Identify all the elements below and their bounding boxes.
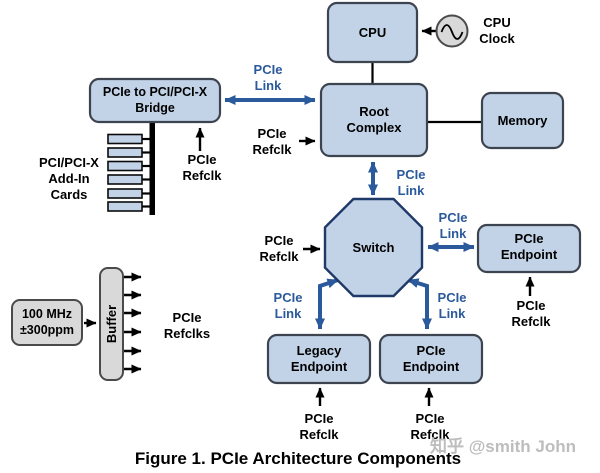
buffer-label: Buffer: [104, 305, 119, 343]
svg-text:Refclk: Refclk: [259, 249, 299, 264]
switch-label: Switch: [353, 240, 395, 255]
svg-text:PCIe: PCIe: [438, 290, 467, 305]
clock-source-node: 100 MHz ±300ppm: [11, 299, 83, 346]
buffer-node: Buffer: [99, 267, 124, 381]
switch-octagon: [323, 197, 424, 298]
memory-label: Memory: [498, 113, 549, 128]
svg-text:Link: Link: [275, 306, 302, 321]
svg-text:Refclk: Refclk: [252, 142, 292, 157]
svg-text:Refclk: Refclk: [410, 427, 450, 442]
cpu-clock-node: CPU Clock: [435, 14, 515, 48]
svg-text:Link: Link: [398, 183, 425, 198]
svg-text:PCIe: PCIe: [397, 167, 426, 182]
svg-text:PCIe: PCIe: [173, 310, 202, 325]
pcie-refclk-label-legacy: PCIe Refclk: [299, 411, 339, 442]
watermark: 知乎 @smith John: [429, 436, 576, 456]
svg-text:Refclk: Refclk: [182, 168, 222, 183]
root-complex-label-2: Complex: [347, 120, 403, 135]
svg-text:Link: Link: [440, 226, 467, 241]
pcie-refclk-label-rootcomplex: PCIe Refclk: [252, 126, 292, 157]
svg-text:PCIe: PCIe: [439, 210, 468, 225]
endpoint-bottom-label-1: PCIe: [417, 343, 446, 358]
pcie-link-switch-legacy: [315, 278, 339, 330]
pcie-link-label-bridge: PCIe Link: [254, 62, 283, 93]
pcie-link-label-switch-endpoint-bottom: PCIe Link: [438, 290, 467, 321]
switch-node: Switch: [323, 197, 424, 298]
pcie-refclks-label-buffer: PCIe Refclks: [164, 310, 210, 341]
memory-node: Memory: [480, 91, 565, 150]
pcie-endpoint-bottom-node: PCIe Endpoint: [378, 333, 484, 385]
svg-text:PCIe: PCIe: [258, 126, 287, 141]
bridge-node: PCIe to PCI/PCI-X Bridge: [88, 77, 222, 124]
pcie-link-switch-endpoint-bottom: [407, 278, 432, 330]
svg-text:PCIe: PCIe: [305, 411, 334, 426]
svg-text:PCIe: PCIe: [265, 233, 294, 248]
svg-text:PCIe: PCIe: [274, 290, 303, 305]
svg-text:Refclks: Refclks: [164, 326, 210, 341]
endpoint-right-label-2: Endpoint: [501, 247, 558, 262]
svg-text:Refclk: Refclk: [511, 314, 551, 329]
figure-caption: Figure 1. PCIe Architecture Components: [135, 449, 461, 468]
endpoint-right-label-1: PCIe: [515, 231, 544, 246]
addin-cards-line-1: PCI/PCI-X: [39, 155, 99, 170]
cpu-label: CPU: [359, 25, 386, 40]
bridge-label-1: PCIe to PCI/PCI-X: [103, 85, 208, 99]
clock-source-label-2: ±300ppm: [20, 323, 74, 337]
svg-text:PCIe: PCIe: [416, 411, 445, 426]
root-complex-node: Root Complex: [319, 82, 429, 158]
pcie-refclk-label-endpoint-right: PCIe Refclk: [511, 298, 551, 329]
sine-wave-icon: [440, 24, 464, 40]
svg-text:PCIe: PCIe: [254, 62, 283, 77]
svg-text:Link: Link: [439, 306, 466, 321]
pci-addin-slots: [107, 133, 150, 212]
pcie-refclk-label-bridge: PCIe Refclk: [182, 152, 222, 183]
svg-text:PCIe: PCIe: [517, 298, 546, 313]
pcie-refclk-label-switch: PCIe Refclk: [259, 233, 299, 264]
addin-cards-label: PCI/PCI-X Add-In Cards: [39, 155, 99, 202]
legacy-endpoint-node: Legacy Endpoint: [266, 333, 372, 385]
cpu-clock-label-2: Clock: [479, 31, 515, 46]
legacy-endpoint-label-1: Legacy: [297, 343, 343, 358]
svg-text:PCIe: PCIe: [188, 152, 217, 167]
pcie-endpoint-right-node: PCIe Endpoint: [476, 223, 582, 274]
pcie-refclk-label-endpoint-bottom: PCIe Refclk: [410, 411, 450, 442]
legacy-endpoint-label-2: Endpoint: [291, 359, 348, 374]
pcie-link-label-switch-legacy: PCIe Link: [274, 290, 303, 321]
bridge-label-2: Bridge: [135, 101, 175, 115]
root-complex-label-1: Root: [359, 104, 389, 119]
cpu-node: CPU: [326, 1, 419, 64]
svg-text:Refclk: Refclk: [299, 427, 339, 442]
pcie-link-label-rootcomplex-switch: PCIe Link: [397, 167, 426, 198]
cpu-clock-label-1: CPU: [483, 15, 510, 30]
addin-cards-line-2: Add-In: [48, 171, 89, 186]
clock-source-label-1: 100 MHz: [22, 307, 72, 321]
svg-text:Link: Link: [255, 78, 282, 93]
addin-cards-line-3: Cards: [51, 187, 88, 202]
endpoint-bottom-label-2: Endpoint: [403, 359, 460, 374]
buffer-output-arrows: [124, 272, 142, 374]
pci-bus-bar: [149, 123, 155, 215]
pcie-link-label-switch-endpoint: PCIe Link: [439, 210, 468, 241]
